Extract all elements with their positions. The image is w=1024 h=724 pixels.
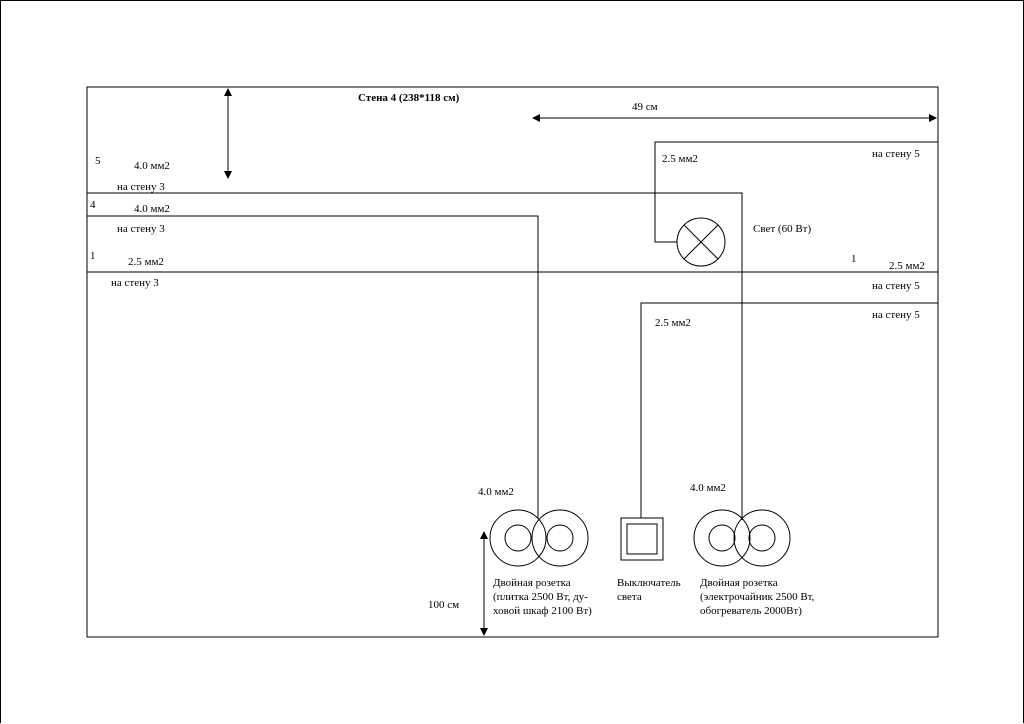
height-dimension-label: 100 см xyxy=(428,599,459,611)
switch-label: Выключатель света xyxy=(617,577,683,603)
wire-4-line xyxy=(87,215,539,518)
socket-2-symbol xyxy=(693,509,791,567)
wire-4-dest: на стену 3 xyxy=(117,223,165,235)
light-switch-symbol xyxy=(620,517,664,561)
socket1-wire-gauge: 4.0 мм2 xyxy=(478,486,514,498)
socket-1-symbol xyxy=(489,509,589,567)
wire-1-right-gauge: 2.5 мм2 xyxy=(889,260,925,272)
wire-1-dest: на стену 3 xyxy=(111,277,159,289)
light-fixture xyxy=(676,217,726,267)
wire-4-number: 4 xyxy=(90,199,96,211)
socket2-wire-gauge: 4.0 мм2 xyxy=(690,482,726,494)
socket-2-label: Двойная розетка (электрочайник 2500 Вт, … xyxy=(700,577,817,617)
light-label: Свет (60 Вт) xyxy=(753,223,811,235)
width-dimension-label: 49 см xyxy=(632,101,658,113)
wall-frame xyxy=(86,86,939,638)
wire-1-gauge: 2.5 мм2 xyxy=(128,256,164,268)
wire-4-gauge: 4.0 мм2 xyxy=(134,203,170,215)
wire-1-right-number: 1 xyxy=(851,253,857,265)
wire-5-line xyxy=(87,192,743,520)
wire-5-gauge: 4.0 мм2 xyxy=(134,160,170,172)
wall5-a-dest: на стену 5 xyxy=(872,280,920,292)
switch-wire-line xyxy=(640,302,938,518)
light-wire-dest: на стену 5 xyxy=(872,148,920,160)
light-wire-line xyxy=(654,141,938,243)
light-wire-gauge: 2.5 мм2 xyxy=(662,153,698,165)
wire-5-number: 5 xyxy=(95,155,101,167)
socket-1-label: Двойная розетка (плитка 2500 Вт, ду- хов… xyxy=(493,577,592,617)
switch-wire-dest: на стену 5 xyxy=(872,309,920,321)
wall-title: Стена 4 (238*118 см) xyxy=(358,92,460,104)
wire-5-dest: на стену 3 xyxy=(117,181,165,193)
switch-wire-gauge: 2.5 мм2 xyxy=(655,317,691,329)
wire-1-number: 1 xyxy=(90,250,96,262)
